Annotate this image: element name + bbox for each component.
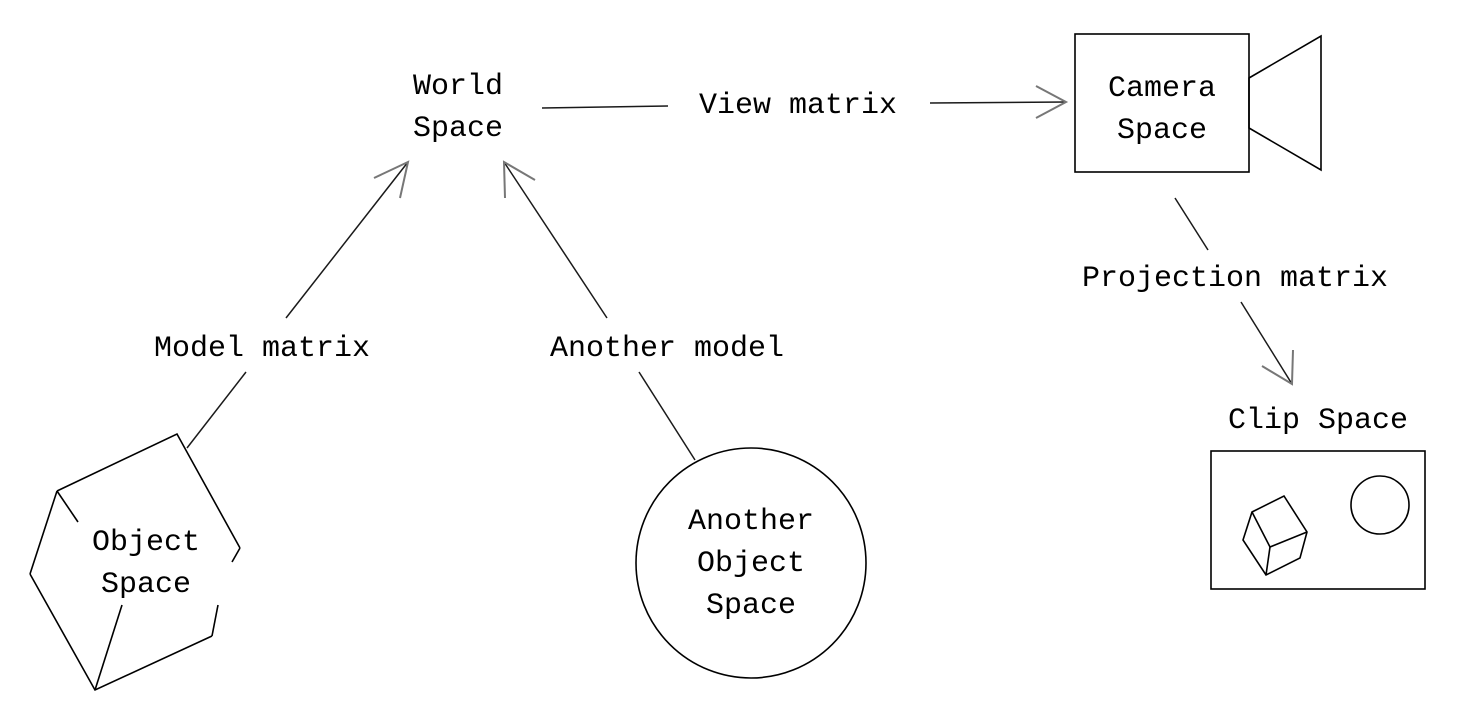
world-space-label-line2: Space xyxy=(413,112,503,146)
view-matrix-line-right xyxy=(929,101,1067,104)
model-matrix-arrowhead xyxy=(373,160,410,199)
clip-circle-icon xyxy=(1350,475,1410,535)
clip-space-frame xyxy=(1210,450,1426,590)
another-model-arrowhead xyxy=(502,160,536,199)
another-model-line-bottom xyxy=(638,371,696,461)
projection-matrix-line-bottom xyxy=(1240,301,1293,385)
object-cube-icon xyxy=(29,432,241,692)
camera-lens-icon xyxy=(1248,34,1322,172)
camera-space-label-line2: Space xyxy=(1117,114,1207,148)
world-space-label-line1: World xyxy=(413,70,503,104)
clip-space-label: Clip Space xyxy=(1228,404,1408,438)
another-model-label: Another model xyxy=(550,332,784,366)
camera-space-label-line1: Camera xyxy=(1108,72,1216,106)
model-matrix-label: Model matrix xyxy=(154,332,370,366)
model-matrix-line-top xyxy=(285,161,409,319)
object-space-node: Object Space xyxy=(29,432,241,692)
clip-space-node: Clip Space xyxy=(1210,404,1426,590)
view-matrix-label: View matrix xyxy=(699,89,897,123)
another-model-line-top xyxy=(503,161,608,319)
clip-cube-icon xyxy=(1242,494,1308,577)
view-matrix-line-left xyxy=(541,105,669,109)
another-object-space-label-line2: Object xyxy=(697,547,805,581)
object-space-label-line1: Object xyxy=(92,526,200,560)
projection-matrix-label: Projection matrix xyxy=(1082,262,1388,296)
object-space-label-line2: Space xyxy=(101,568,191,602)
camera-space-node: Camera Space xyxy=(1074,33,1322,173)
projection-matrix-edge: Projection matrix xyxy=(1082,197,1388,386)
another-object-circle xyxy=(635,447,867,679)
view-matrix-edge: View matrix xyxy=(541,85,1069,123)
another-object-space-label-line1: Another xyxy=(688,505,814,539)
another-model-edge: Another model xyxy=(502,160,784,461)
projection-matrix-line-top xyxy=(1174,197,1209,251)
projection-matrix-arrowhead xyxy=(1261,349,1294,386)
another-object-space-node: Another Object Space xyxy=(635,447,867,679)
world-space-node: World Space xyxy=(413,70,503,146)
view-matrix-arrowhead xyxy=(1035,85,1069,119)
model-matrix-line-bottom xyxy=(186,371,247,449)
model-matrix-edge: Model matrix xyxy=(154,160,410,449)
another-object-space-label-line3: Space xyxy=(706,589,796,623)
